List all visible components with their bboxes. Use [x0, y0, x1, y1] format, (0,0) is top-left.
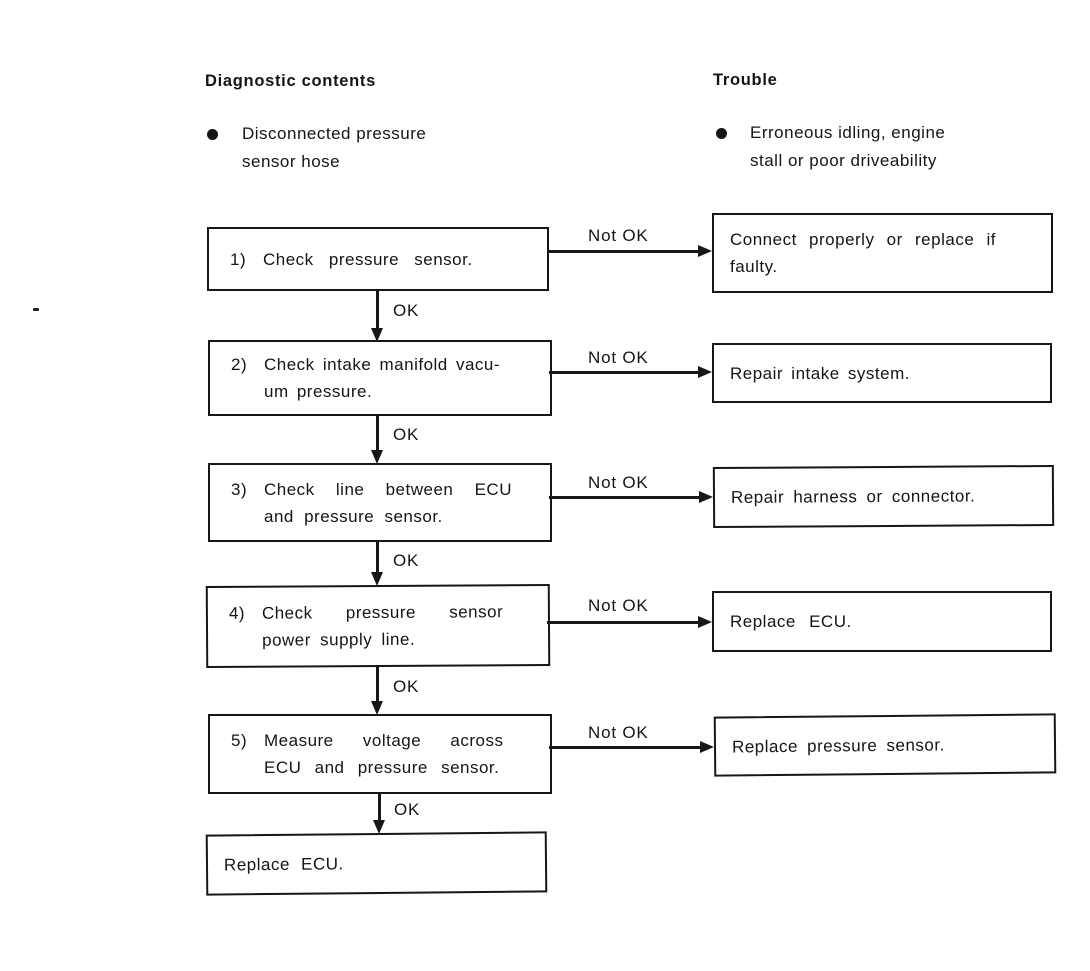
step-2-box: 2) Check intake manifold vacu- um pressu…	[208, 340, 552, 416]
step-5-box: 5) Measure voltage across ECU and pressu…	[208, 714, 552, 794]
step-text-line: ECU and pressure sensor.	[264, 758, 500, 777]
step-1-number: 1)	[230, 249, 247, 269]
ok-label-2: OK	[393, 425, 420, 444]
ok-arrow-3-line	[376, 540, 379, 574]
step-text-line: Check pressure sensor.	[263, 249, 473, 269]
remedy-text-line: Repair intake system.	[730, 363, 910, 383]
ok-arrow-1-line	[376, 289, 379, 330]
step-text-line: Replace ECU.	[223, 854, 344, 875]
remedy-text-line: Replace pressure sensor.	[731, 734, 945, 756]
step-2-number: 2)	[231, 355, 248, 374]
not-ok-label-2: Not OK	[588, 348, 649, 367]
not-ok-label-5: Not OK	[588, 723, 649, 742]
step-text-line: power supply line.	[262, 629, 416, 650]
ok-label-4: OK	[393, 677, 420, 696]
ok-arrowhead-1-icon	[371, 328, 383, 342]
ok-arrow-5-line	[378, 792, 381, 822]
step-3-box: 3) Check line between ECU and pressure s…	[208, 463, 552, 542]
step-5-number: 5)	[231, 731, 248, 750]
ok-label-3: OK	[393, 551, 420, 570]
remedy-4-text: Replace ECU.	[730, 608, 1038, 635]
ok-arrowhead-5-icon	[373, 820, 385, 834]
remedy-1-text: Connect properly or replace if faulty.	[730, 226, 1039, 280]
not-ok-arrowhead-4-icon	[698, 616, 712, 628]
remedy-text-line: faulty.	[730, 257, 778, 276]
not-ok-arrow-3-line	[549, 496, 700, 499]
step-text-line: um pressure.	[264, 382, 373, 401]
diagnostic-bullet-icon	[207, 129, 218, 140]
not-ok-arrowhead-1-icon	[698, 245, 712, 257]
not-ok-label-4: Not OK	[588, 596, 649, 615]
remedy-text-line: Replace ECU.	[730, 612, 852, 631]
step-text-line: and pressure sensor.	[264, 506, 443, 526]
final-step-text: Replace ECU.	[224, 848, 533, 878]
remedy-4-box: Replace ECU.	[712, 591, 1052, 652]
step-4-text: Check pressure sensor power supply line.	[262, 598, 536, 654]
step-3-number: 3)	[231, 479, 248, 499]
ok-label-1: OK	[393, 301, 420, 320]
remedy-3-text: Repair harness or connector.	[731, 482, 1040, 511]
remedy-1-box: Connect properly or replace if faulty.	[712, 213, 1053, 293]
remedy-3-box: Repair harness or connector.	[712, 464, 1055, 529]
not-ok-arrow-2-line	[549, 371, 699, 374]
not-ok-arrow-4-line	[547, 621, 699, 624]
step-3-text: Check line between ECU and pressure sens…	[264, 476, 538, 530]
ok-arrowhead-4-icon	[371, 701, 383, 715]
step-2-text: Check intake manifold vacu- um pressure.	[264, 351, 538, 405]
step-text-line: Check pressure sensor	[261, 602, 504, 623]
remedy-text-line: Connect properly or replace if	[730, 230, 997, 249]
step-text-line: Measure voltage across	[264, 731, 504, 750]
remedy-text-line: Repair harness or connector.	[730, 486, 976, 507]
not-ok-arrow-1-line	[547, 250, 699, 253]
remedy-2-text: Repair intake system.	[730, 360, 1038, 387]
not-ok-label-1: Not OK	[588, 226, 649, 245]
ok-arrowhead-3-icon	[371, 572, 383, 586]
not-ok-arrowhead-2-icon	[698, 366, 712, 378]
trouble-header: Trouble	[713, 71, 778, 89]
step-4-number: 4)	[228, 603, 246, 623]
scan-speck	[33, 308, 39, 311]
step-5-text: Measure voltage across ECU and pressure …	[264, 727, 538, 781]
step-1-text: Check pressure sensor.	[263, 246, 535, 273]
not-ok-arrowhead-3-icon	[699, 491, 713, 503]
not-ok-arrowhead-5-icon	[700, 741, 714, 753]
step-text-line: Check intake manifold vacu-	[264, 355, 501, 374]
step-4-box: 4) Check pressure sensor power supply li…	[205, 583, 551, 669]
ok-arrowhead-2-icon	[371, 450, 383, 464]
step-1-box: 1) Check pressure sensor.	[207, 227, 549, 291]
remedy-5-box: Replace pressure sensor.	[713, 713, 1057, 777]
trouble-bullet-text: Erroneous idling, engine stall or poor d…	[750, 123, 946, 170]
diagnostic-contents-header: Diagnostic contents	[205, 72, 376, 90]
step-text-line: Check line between ECU	[264, 479, 512, 499]
remedy-2-box: Repair intake system.	[712, 343, 1052, 403]
not-ok-label-3: Not OK	[588, 473, 649, 492]
ok-arrow-4-line	[376, 665, 379, 703]
remedy-5-text: Replace pressure sensor.	[732, 730, 1042, 760]
ok-arrow-2-line	[376, 414, 379, 452]
trouble-bullet-icon	[716, 128, 727, 139]
final-step-box: Replace ECU.	[205, 831, 548, 896]
diagnostic-bullet-text: Disconnected pressure sensor hose	[242, 124, 427, 171]
ok-label-5: OK	[394, 800, 421, 819]
not-ok-arrow-5-line	[549, 746, 701, 749]
